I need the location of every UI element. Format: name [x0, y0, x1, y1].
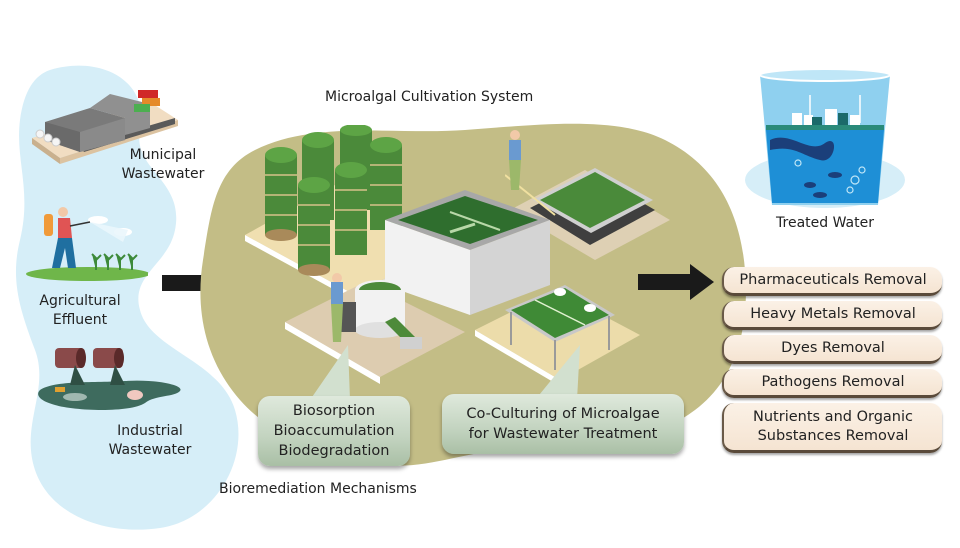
removal-text: Pharmaceuticals Removal — [739, 271, 927, 288]
pipe-discharge-icon — [38, 348, 181, 410]
mechanism-bubble-coculture: Co-Culturing of Microalgae for Wastewate… — [442, 394, 684, 454]
output-arrow-icon — [638, 264, 714, 300]
label-line: Municipal — [129, 147, 197, 163]
mechanism-biosorption: Biosorption — [292, 403, 376, 419]
removal-item: Dyes Removal — [722, 335, 942, 364]
bioremediation-caption: Bioremediation Mechanisms — [219, 481, 417, 497]
farmer-spraying-icon — [26, 207, 148, 281]
wastewater-sources-background — [15, 65, 239, 530]
removal-item: Pharmaceuticals Removal — [722, 267, 942, 296]
mechanism-coculture-line: for Wastewater Treatment — [468, 426, 658, 442]
label-line: Agricultural — [39, 293, 121, 309]
treated-water-label: Treated Water — [776, 215, 874, 231]
water-glass-icon — [745, 68, 905, 208]
agricultural-effluent-label: Agricultural Effluent — [20, 292, 140, 330]
raceway-pond-icon — [505, 130, 670, 260]
removal-text: Heavy Metals Removal — [750, 305, 916, 322]
removal-item: Nutrients and Organic Substances Removal — [722, 403, 942, 453]
mechanism-biodegradation: Biodegradation — [278, 443, 390, 459]
label-line: Wastewater — [108, 442, 192, 458]
bubble-pointer — [310, 345, 350, 400]
removal-text: Nutrients and Organic — [753, 408, 913, 425]
flat-panel-tank-icon — [475, 285, 640, 386]
industrial-wastewater-label: Industrial Wastewater — [95, 422, 205, 460]
municipal-wastewater-label: Municipal Wastewater — [108, 146, 218, 184]
cultivation-system-title: Microalgal Cultivation System — [325, 89, 534, 105]
mechanism-bioaccumulation: Bioaccumulation — [273, 423, 395, 439]
open-pond-icon — [385, 190, 550, 315]
label-line: Wastewater — [121, 166, 205, 182]
removal-item: Heavy Metals Removal — [722, 301, 942, 330]
factory-icon — [32, 90, 178, 164]
bubble-pointer — [535, 345, 580, 400]
removal-text: Substances Removal — [757, 427, 909, 444]
removal-text: Dyes Removal — [781, 339, 885, 356]
removal-item: Pathogens Removal — [722, 369, 942, 398]
mechanism-bubble-bio: Biosorption Bioaccumulation Biodegradati… — [258, 396, 410, 466]
removal-text: Pathogens Removal — [761, 373, 905, 390]
harvesting-tank-icon — [285, 273, 465, 384]
label-line: Industrial — [117, 423, 183, 439]
mechanism-coculture-line: Co-Culturing of Microalgae — [466, 406, 660, 422]
label-line: Effluent — [52, 312, 108, 328]
